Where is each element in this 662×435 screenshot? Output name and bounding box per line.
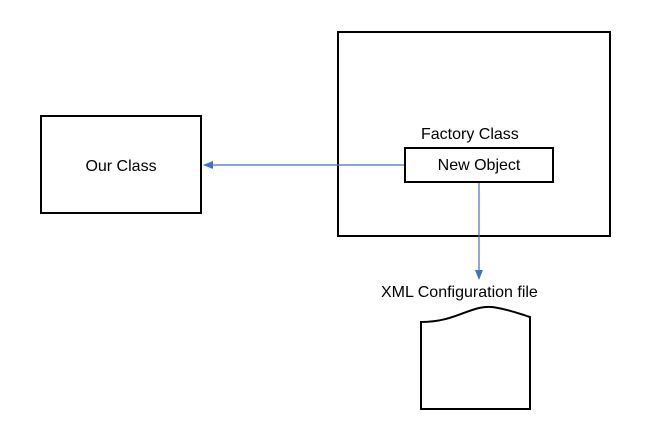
- new-object-box: New Object: [404, 147, 554, 183]
- factory-class-container: [337, 31, 611, 237]
- document-shape: [420, 305, 531, 410]
- factory-class-label: Factory Class: [421, 126, 519, 143]
- our-class-label: Our Class: [85, 158, 157, 175]
- new-object-label: New Object: [437, 157, 521, 174]
- xml-config-label: XML Configuration file: [381, 284, 538, 301]
- our-class-box: Our Class: [40, 115, 202, 214]
